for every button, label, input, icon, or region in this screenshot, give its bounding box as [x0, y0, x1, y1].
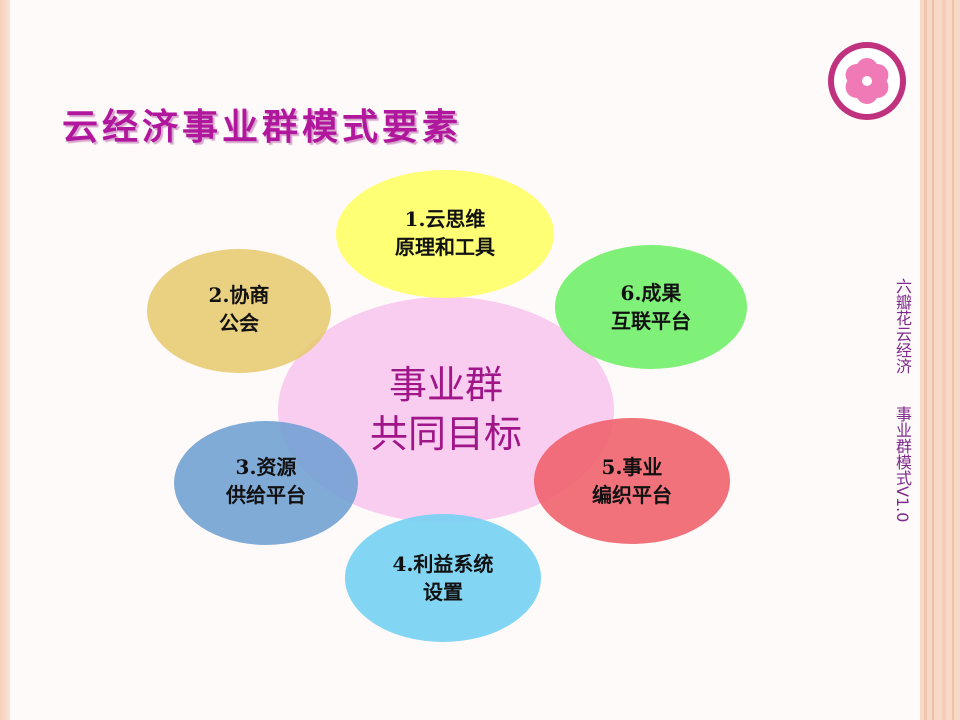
node-6-label-line-2: 互联平台: [611, 309, 691, 333]
slide-title: 云经济事业群模式要素: [62, 106, 463, 148]
node-6-label-line-1: 6.成果: [621, 281, 682, 305]
center-label-line-2: 共同目标: [370, 412, 522, 456]
center-label-line-1: 事业群: [389, 363, 503, 407]
center-ellipse: [278, 297, 614, 523]
vertical-caption: 六瓣花云经济 事业群模式V1.0: [893, 278, 912, 523]
right-decorative-band: [920, 0, 960, 720]
node-4-label-line-1: 4.利益系统: [393, 552, 494, 576]
node-2-label-line-1: 2.协商: [209, 283, 270, 307]
node-5-label-line-1: 5.事业: [602, 455, 663, 479]
node-1-ellipse: [336, 170, 554, 298]
node-2-ellipse: [147, 249, 331, 373]
node-1-label-line-1: 1.云思维: [405, 207, 486, 231]
node-4-ellipse: [345, 514, 541, 642]
node-4-label-line-2: 设置: [423, 580, 463, 604]
node-1-label-line-2: 原理和工具: [395, 235, 495, 259]
node-6-ellipse: [555, 245, 747, 369]
node-3-label-line-1: 3.资源: [236, 455, 297, 479]
node-5-ellipse: [534, 418, 730, 544]
node-2-label-line-2: 公会: [219, 311, 259, 335]
left-border: [0, 0, 10, 720]
node-3-ellipse: [174, 421, 358, 545]
six-petal-flower-logo-icon: [828, 42, 906, 120]
node-3-label-line-2: 供给平台: [225, 483, 306, 507]
node-5-label-line-2: 编织平台: [592, 483, 672, 507]
